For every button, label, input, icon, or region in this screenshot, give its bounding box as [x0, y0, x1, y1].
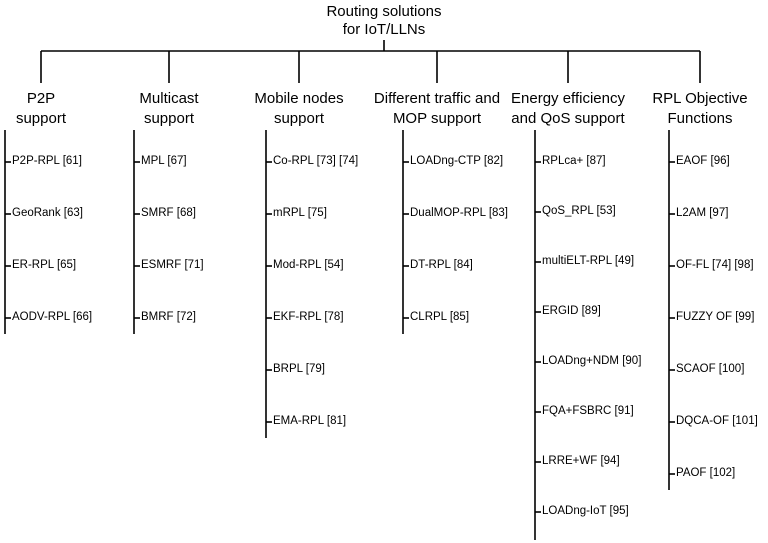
- leaf-node: BRPL [79]: [273, 363, 325, 375]
- leaf-node: EAOF [96]: [676, 155, 730, 167]
- leaf-node: QoS_RPL [53]: [542, 205, 616, 217]
- category-title-line2: support: [143, 110, 195, 127]
- leaf-node: Co-RPL [73] [74]: [273, 155, 359, 167]
- leaf-node: GeoRank [63]: [12, 207, 83, 219]
- category-title-line2: Functions: [667, 110, 733, 127]
- category-title-line1: RPL Objective: [652, 90, 748, 107]
- leaf-node: ERGID [89]: [542, 305, 601, 317]
- leaf-node: LOADng+NDM [90]: [542, 355, 642, 367]
- root-node: Routing solutions for IoT/LLNs: [264, 3, 504, 39]
- leaf-node: RPLca+ [87]: [542, 155, 606, 167]
- leaf-node: Mod-RPL [54]: [273, 259, 344, 271]
- category-title-line2: support: [273, 110, 325, 127]
- category-title-line1: Multicast: [139, 90, 199, 107]
- leaf-node: FQA+FSBRC [91]: [542, 405, 634, 417]
- category-heading: Energy efficiency and QoS support: [493, 89, 643, 129]
- leaf-node: multiELT-RPL [49]: [542, 255, 635, 267]
- leaf-node: LRRE+WF [94]: [542, 455, 620, 467]
- leaf-node: DT-RPL [84]: [410, 259, 473, 271]
- leaf-node: MPL [67]: [141, 155, 187, 167]
- leaf-node: LOADng-IoT [95]: [542, 505, 629, 517]
- category-title-line1: P2P: [26, 90, 56, 107]
- leaf-node: CLRPL [85]: [410, 311, 470, 323]
- leaf-node: LOADng-CTP [82]: [410, 155, 504, 167]
- category-title-line2: MOP support: [392, 110, 482, 127]
- root-title-line2: for IoT/LLNs: [342, 21, 426, 38]
- leaf-node: L2AM [97]: [676, 207, 729, 219]
- leaf-node: DQCA-OF [101]: [676, 415, 758, 427]
- category-heading: P2P support: [0, 89, 116, 129]
- leaf-node: DualMOP-RPL [83]: [410, 207, 508, 219]
- category-title-line2: support: [15, 110, 67, 127]
- leaf-node: EMA-RPL [81]: [273, 415, 347, 427]
- category-title-line1: Different traffic and: [373, 90, 501, 107]
- leaf-node: SCAOF [100]: [676, 363, 745, 375]
- leaf-node: EKF-RPL [78]: [273, 311, 344, 323]
- category-title-line2: and QoS support: [511, 110, 625, 127]
- leaf-node: ESMRF [71]: [141, 259, 204, 271]
- leaf-node: mRPL [75]: [273, 207, 327, 219]
- category-heading: Multicast support: [94, 89, 244, 129]
- category-title-line1: Mobile nodes: [254, 90, 344, 107]
- leaf-node: P2P-RPL [61]: [12, 155, 82, 167]
- leaf-node: PAOF [102]: [676, 467, 736, 479]
- leaf-node: ER-RPL [65]: [12, 259, 77, 271]
- leaf-node: AODV-RPL [66]: [12, 311, 93, 323]
- category-heading: Mobile nodes support: [224, 89, 374, 129]
- leaf-node: OF-FL [74] [98]: [676, 259, 754, 271]
- root-title-line1: Routing solutions: [326, 3, 442, 20]
- category-title-line1: Energy efficiency: [511, 90, 625, 107]
- leaf-node: FUZZY OF [99]: [676, 311, 755, 323]
- leaf-node: SMRF [68]: [141, 207, 196, 219]
- leaf-node: BMRF [72]: [141, 311, 196, 323]
